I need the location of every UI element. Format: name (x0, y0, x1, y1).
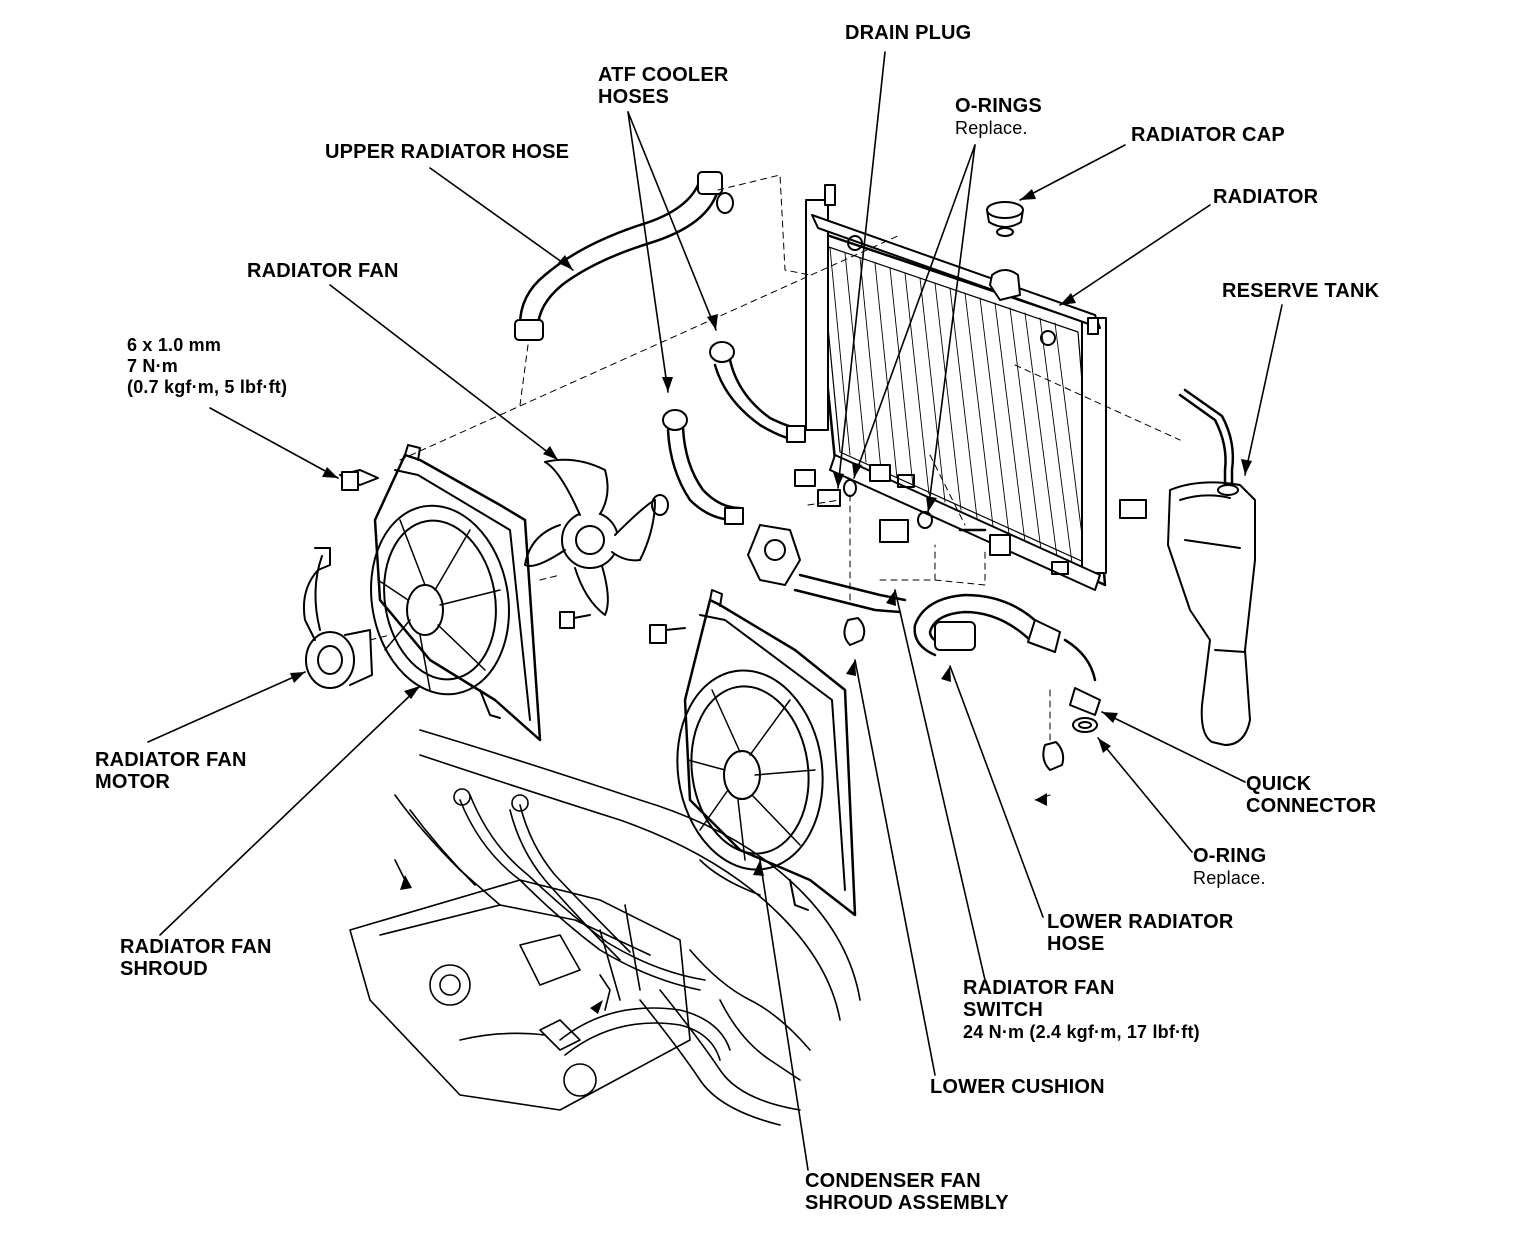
label-quick-connector-line2: CONNECTOR (1246, 795, 1377, 817)
label-o-rings-note: Replace. (955, 118, 1028, 138)
label-bolt-spec-torque-alt: (0.7 kgf·m, 5 lbf·ft) (127, 377, 288, 397)
label-o-ring-title: O-RING (1193, 845, 1267, 867)
label-o-rings: O-RINGS Replace. (955, 95, 1042, 139)
label-atf-cooler-hoses-line1: ATF COOLER (598, 64, 729, 86)
alignment-lines (369, 174, 1181, 801)
radiator-fan-drawing (524, 458, 656, 616)
label-radiator-fan-motor-line2: MOTOR (95, 771, 171, 793)
atf-cooler-hoses-drawing (662, 341, 806, 525)
radiator-fan-shroud-drawing (370, 444, 542, 742)
label-radiator-fan-shroud-line2: SHROUD (120, 958, 208, 980)
bolts-drawing (339, 469, 686, 644)
label-radiator-fan-switch: RADIATOR FAN SWITCH 24 N·m (2.4 kgf·m, 1… (963, 977, 1200, 1043)
label-upper-radiator-hose: UPPER RADIATOR HOSE (325, 141, 570, 163)
label-lower-radiator-hose-line2: HOSE (1047, 933, 1105, 955)
label-atf-cooler-hoses: ATF COOLER HOSES (598, 64, 729, 108)
radiator-drawing (805, 184, 1107, 591)
label-lower-radiator-hose: LOWER RADIATOR HOSE (1047, 911, 1234, 955)
label-radiator-fan-shroud-line1: RADIATOR FAN (120, 936, 272, 958)
label-radiator-fan-motor: RADIATOR FAN MOTOR (95, 749, 247, 793)
label-reserve-tank: RESERVE TANK (1222, 280, 1380, 302)
label-radiator-fan: RADIATOR FAN (247, 260, 399, 282)
label-radiator-fan-switch-torque: 24 N·m (2.4 kgf·m, 17 lbf·ft) (963, 1022, 1200, 1042)
label-condenser-fan-shroud-assembly-line1: CONDENSER FAN (805, 1170, 981, 1192)
engine-bay-drawing (349, 729, 861, 1126)
label-bolt-spec: 6 x 1.0 mm 7 N·m (0.7 kgf·m, 5 lbf·ft) (127, 335, 287, 398)
small-parts-drawing (794, 464, 1147, 771)
label-condenser-fan-shroud-assembly: CONDENSER FAN SHROUD ASSEMBLY (805, 1170, 1009, 1214)
label-radiator-fan-switch-line1: RADIATOR FAN (963, 977, 1115, 999)
radiator-fan-motor-drawing (302, 547, 373, 689)
inlet-housing-drawing (747, 524, 907, 614)
label-radiator-fan-switch-line2: SWITCH (963, 999, 1044, 1021)
label-bolt-spec-size: 6 x 1.0 mm (127, 335, 222, 355)
label-radiator-cap: RADIATOR CAP (1131, 124, 1285, 146)
label-o-ring-note: Replace. (1193, 868, 1266, 888)
reserve-tank-drawing (1167, 388, 1256, 746)
label-quick-connector-line1: QUICK (1246, 773, 1312, 795)
label-o-ring: O-RING Replace. (1193, 845, 1266, 889)
label-lower-radiator-hose-line1: LOWER RADIATOR (1047, 911, 1234, 933)
label-quick-connector: QUICK CONNECTOR (1246, 773, 1376, 817)
arrowheads (290, 189, 1252, 1014)
label-radiator: RADIATOR (1213, 186, 1319, 208)
leader-lines (147, 51, 1283, 1171)
upper-hose-drawing (514, 171, 734, 341)
label-bolt-spec-torque: 7 N·m (127, 356, 179, 376)
lower-hose-drawing (913, 593, 1101, 733)
label-radiator-fan-motor-line1: RADIATOR FAN (95, 749, 247, 771)
label-o-rings-title: O-RINGS (955, 95, 1042, 117)
label-atf-cooler-hoses-line2: HOSES (598, 86, 670, 108)
radiator-cap-drawing (986, 201, 1024, 237)
label-lower-cushion: LOWER CUSHION (930, 1076, 1105, 1098)
label-drain-plug: DRAIN PLUG (845, 22, 972, 44)
label-radiator-fan-shroud: RADIATOR FAN SHROUD (120, 936, 272, 980)
label-condenser-fan-shroud-assembly-line2: SHROUD ASSEMBLY (805, 1192, 1009, 1214)
